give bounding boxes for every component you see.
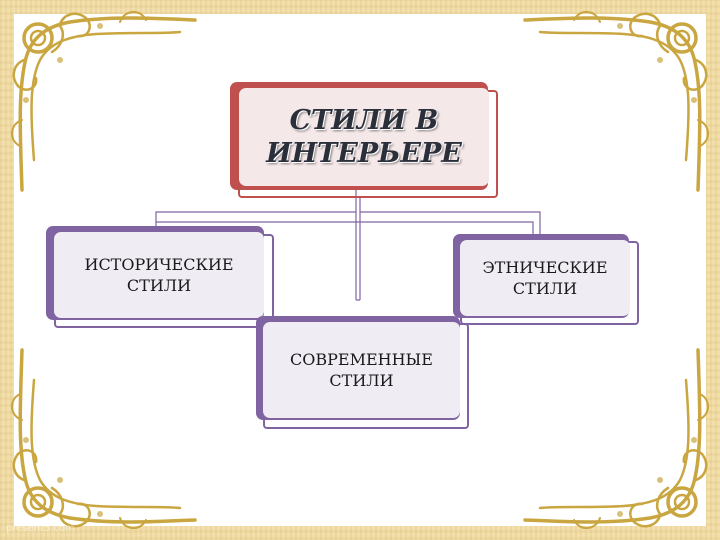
node-ethnic-label: ЭТНИЧЕСКИЕ СТИЛИ (482, 258, 608, 298)
root-node-label: СТИЛИ В ИНТЕРЬЕРЕ (266, 105, 462, 169)
ornament-corner-bottom-left (11, 348, 197, 529)
connector-root-down (355, 190, 361, 222)
watermark-text: present5.com (6, 523, 75, 534)
connector-left-branch (155, 211, 360, 226)
connector-middle (355, 212, 361, 301)
ornament-corner-top-left (11, 11, 197, 192)
ornament-corner-top-right (523, 11, 709, 192)
node-ethnic-face: ЭТНИЧЕСКИЕ СТИЛИ (460, 240, 630, 316)
node-historical-face: ИСТОРИЧЕСКИЕ СТИЛИ (54, 232, 264, 318)
node-historical-label: ИСТОРИЧЕСКИЕ СТИЛИ (84, 255, 234, 295)
node-modern-face: СОВРЕМЕННЫЕ СТИЛИ (263, 322, 460, 418)
node-modern-label: СОВРЕМЕННЫЕ СТИЛИ (290, 350, 433, 390)
root-node-face: СТИЛИ В ИНТЕРЬЕРЕ (239, 88, 489, 186)
connector-right-branch (360, 211, 541, 234)
ornament-corner-bottom-right (523, 348, 709, 529)
